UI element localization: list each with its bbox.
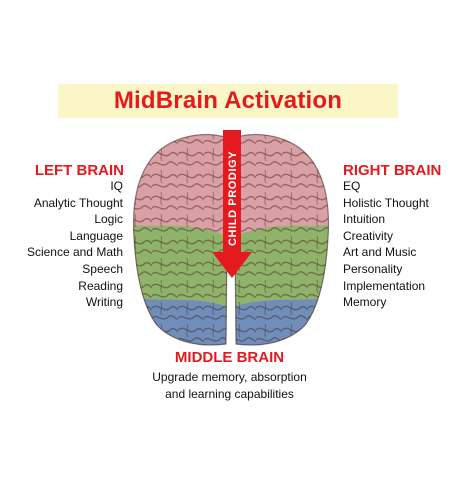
list-item: Memory [343, 295, 387, 310]
list-item: Science and Math [26, 245, 123, 260]
title-band: MidBrain Activation [58, 84, 398, 118]
brain-svg: CHILD PRODIGY [132, 130, 330, 346]
list-item: Reading [78, 278, 123, 293]
right-hemisphere [234, 134, 329, 346]
brain-illustration: CHILD PRODIGY [126, 126, 336, 352]
list-item: EQ [343, 179, 361, 193]
list-item: Writing [85, 295, 123, 310]
page-title: MidBrain Activation [113, 87, 343, 114]
description-line: Upgrade memory, absorption [152, 370, 307, 384]
list-item: IQ [110, 179, 123, 193]
list-item: Creativity [343, 228, 394, 243]
middle-brain-description: Upgrade memory, absorption and learning … [0, 369, 459, 402]
list-item: Personality [343, 261, 403, 276]
left-hemisphere [133, 134, 228, 346]
list-item: Art and Music [343, 245, 417, 260]
list-item: Language [69, 228, 123, 243]
right-brain-list: EQ Holistic Thought Intuition Creativity… [343, 178, 429, 311]
middle-brain-heading: MIDDLE BRAIN [174, 349, 285, 366]
list-item: Implementation [343, 278, 426, 293]
list-item: Logic [94, 212, 123, 227]
list-item: Holistic Thought [343, 195, 429, 210]
left-brain-list: IQ Analytic Thought Logic Language Scien… [27, 178, 123, 311]
list-item: Speech [82, 261, 123, 276]
list-item: Analytic Thought [33, 195, 123, 210]
right-brain-heading: RIGHT BRAIN [343, 162, 442, 179]
child-prodigy-arrow: CHILD PRODIGY [212, 130, 252, 278]
description-line: and learning capabilities [165, 386, 294, 401]
list-item: Intuition [343, 212, 386, 227]
left-brain-heading: LEFT BRAIN [34, 162, 124, 179]
arrow-label: CHILD PRODIGY [227, 151, 239, 246]
